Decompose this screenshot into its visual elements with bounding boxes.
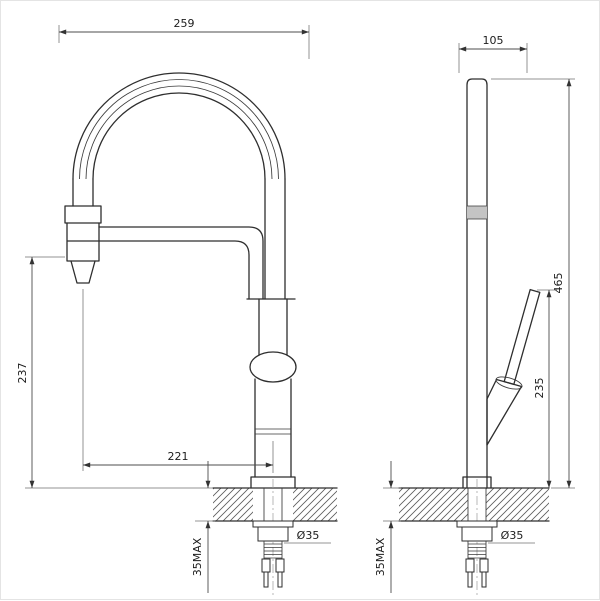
dim-label-overall-width: 259	[174, 17, 195, 30]
hose-tail-right	[481, 571, 487, 588]
dimension-hole-diameter-front: Ø35	[284, 529, 331, 544]
arm-top-line	[98, 226, 264, 300]
hose-connector-right	[275, 558, 285, 573]
dim-label-hole-diameter: Ø35	[297, 529, 320, 542]
arch-hose-line-2	[85, 85, 273, 180]
body-lower	[254, 378, 292, 478]
extension-lines	[58, 25, 310, 59]
hose-connector-left	[261, 558, 271, 573]
counter-hatch-left	[213, 488, 253, 521]
hose-tail-right	[277, 571, 283, 588]
swivel-joint	[249, 351, 297, 383]
washer	[252, 520, 294, 528]
counter-hatch-right	[486, 488, 549, 521]
handle-boss	[486, 378, 523, 446]
handle-boss-cap	[495, 376, 523, 390]
arch-right-limb	[264, 178, 286, 300]
tube-band-fill	[467, 206, 487, 219]
spout-arm	[98, 226, 264, 300]
front-view: 259 237 221 Ø35 35MAX	[16, 17, 338, 595]
side-view: 105 465 235 Ø35 35MAX	[374, 34, 575, 595]
counter-hatch-right	[293, 488, 337, 521]
extension-lines	[491, 78, 575, 489]
dim-label-top-depth: 105	[483, 34, 504, 47]
extension-lines	[82, 289, 274, 473]
dimension-spout-height: 237	[16, 256, 213, 489]
arch-hose-line-1	[79, 79, 279, 180]
dimension-counter-thickness-front: 35MAX	[191, 461, 215, 593]
dim-label-body-height: 235	[533, 378, 546, 399]
body-band-lines	[255, 428, 291, 435]
dim-label-overall-height: 465	[552, 273, 565, 294]
counter-section-front	[212, 487, 338, 522]
mounting-hardware-front	[252, 479, 294, 595]
body-neck	[258, 298, 288, 356]
lever-handle	[486, 288, 541, 446]
dim-label-counter-thickness: 35MAX	[191, 537, 204, 576]
base-flange-side	[462, 476, 492, 489]
spray-head	[64, 205, 102, 284]
body-tube	[466, 78, 488, 489]
spray-head-collar	[64, 205, 102, 224]
mounting-nut	[257, 526, 289, 542]
spout-arch	[72, 72, 286, 300]
spray-head-body	[66, 222, 100, 262]
dimension-body-height: 235	[533, 289, 557, 488]
tube-band-lines	[467, 205, 487, 220]
faucet-body-front	[246, 298, 297, 489]
counter-hatch-left	[399, 488, 468, 521]
dimension-top-depth: 105	[458, 34, 528, 73]
hose-tail-left	[467, 571, 473, 588]
mounting-nut	[461, 526, 493, 542]
shank-through-counter	[467, 488, 487, 521]
hose-connector-left	[465, 558, 475, 573]
threaded-shank	[263, 541, 283, 559]
dim-label-spout-height: 237	[16, 363, 29, 384]
dimension-overall-height: 465	[491, 78, 575, 489]
hose-tail-left	[263, 571, 269, 588]
dim-label-hole-diameter: Ø35	[501, 529, 524, 542]
arm-bottom-line	[98, 240, 250, 300]
threaded-shank	[467, 541, 487, 559]
arch-inner	[92, 92, 266, 180]
extension-lines	[458, 43, 528, 73]
handle-bar	[503, 288, 541, 386]
extension-lines	[383, 487, 401, 522]
shank-through-counter	[263, 488, 283, 521]
faucet-body-side	[462, 78, 492, 489]
washer	[456, 520, 498, 528]
dim-label-counter-thickness: 35MAX	[374, 537, 387, 576]
arch-outer	[72, 72, 286, 180]
dimension-hole-diameter-side: Ø35	[488, 529, 535, 544]
counter-section-side	[398, 487, 550, 522]
dimension-overall-width: 259	[58, 17, 310, 59]
mounting-hardware-side	[456, 479, 498, 595]
body-base-flange	[250, 476, 296, 489]
spray-head-nozzle	[70, 260, 96, 284]
dim-label-spout-reach: 221	[168, 450, 189, 463]
arch-left-limb	[72, 178, 94, 207]
hose-connector-right	[479, 558, 489, 573]
dimension-counter-thickness-side: 35MAX	[374, 461, 401, 593]
dimension-spout-reach: 221	[82, 289, 274, 473]
